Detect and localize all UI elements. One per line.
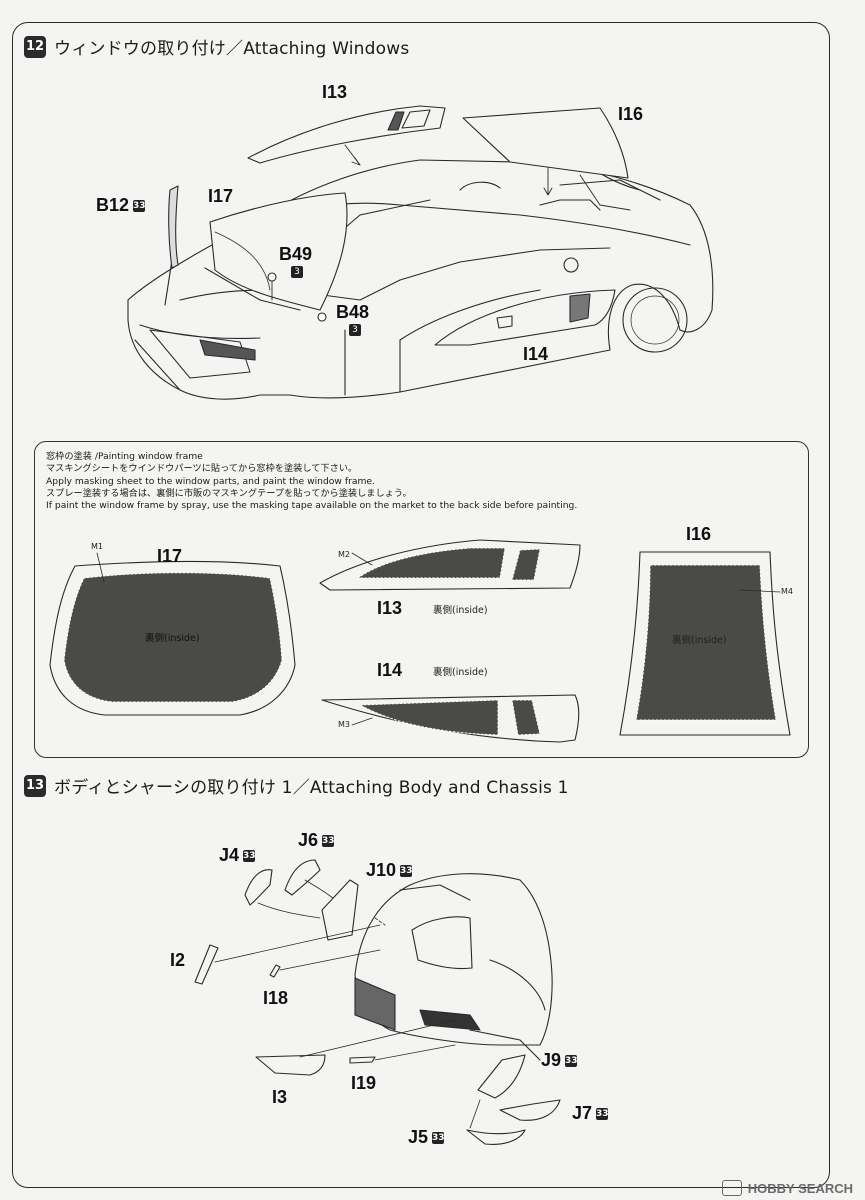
mask-inside-i16: 裏側(inside) bbox=[672, 635, 727, 646]
instruction-frame bbox=[12, 22, 830, 1188]
j6-qty-badge: 33 bbox=[322, 835, 335, 848]
part-i17-drawing bbox=[209, 192, 348, 311]
part-i2-drawing bbox=[194, 944, 219, 985]
label-b49: B49 bbox=[279, 244, 313, 264]
label-j6-text: J6 bbox=[298, 830, 319, 850]
painting-line: If paint the window frame by spray, use … bbox=[46, 500, 578, 512]
mask-i14-drawing bbox=[321, 694, 580, 743]
b12-qty-badge: 33 bbox=[133, 200, 146, 213]
mask-mark-m3: M3 bbox=[338, 720, 350, 729]
mask-inside-i14: 裏側(inside) bbox=[433, 667, 488, 678]
mask-label-i13: I13 bbox=[377, 598, 403, 618]
mask-i17-drawing bbox=[49, 552, 296, 716]
part-i3-drawing bbox=[255, 1054, 326, 1076]
part-i16-drawing bbox=[462, 107, 631, 211]
step-13-number: 13 bbox=[24, 774, 46, 797]
part-b48-drawing bbox=[317, 312, 327, 322]
j4-qty-badge: 33 bbox=[243, 850, 256, 863]
label-i14: I14 bbox=[523, 344, 549, 364]
part-j6-drawing bbox=[284, 859, 321, 896]
step-12-title: ウィンドウの取り付け／Attaching Windows bbox=[54, 39, 410, 59]
mask-inside-i17: 裏側(inside) bbox=[145, 633, 200, 644]
hobby-search-logo-icon bbox=[721, 1180, 742, 1196]
part-j5-drawing bbox=[466, 1129, 526, 1145]
painting-line: マスキングシートをウインドウパーツに貼ってから窓枠を塗装して下さい。 bbox=[46, 463, 358, 475]
label-i16: I16 bbox=[618, 104, 644, 124]
mask-label-i14: I14 bbox=[377, 660, 403, 680]
part-j9-drawing bbox=[477, 1054, 526, 1099]
part-i19-drawing bbox=[349, 1056, 376, 1064]
watermark-text: HOBBY SEARCH bbox=[747, 1180, 853, 1196]
label-i19: I19 bbox=[351, 1073, 377, 1093]
b49-qty-badge: 3 bbox=[291, 266, 303, 278]
car-body-step12 bbox=[127, 159, 714, 400]
step-12-header: 12 ウィンドウの取り付け／Attaching Windows bbox=[24, 34, 409, 59]
label-b48: B48 bbox=[336, 302, 370, 322]
step-13-title: ボディとシャーシの取り付け 1／Attaching Body and Chass… bbox=[54, 778, 569, 798]
mask-label-i16: I16 bbox=[686, 524, 712, 544]
label-j10-text: J10 bbox=[366, 860, 397, 880]
label-i13: I13 bbox=[322, 82, 348, 102]
b48-qty-badge: 3 bbox=[349, 324, 361, 336]
mask-i13-drawing bbox=[319, 539, 581, 591]
mask-inside-i13: 裏側(inside) bbox=[433, 605, 488, 616]
label-i2: I2 bbox=[170, 950, 186, 970]
mask-mark-m4: M4 bbox=[781, 587, 793, 596]
part-i14-drawing bbox=[434, 289, 616, 346]
label-j9-text: J9 bbox=[541, 1050, 562, 1070]
label-b12-text: B12 bbox=[96, 195, 130, 215]
label-j4-text: J4 bbox=[219, 845, 240, 865]
part-j10-drawing bbox=[321, 879, 359, 941]
j9-qty-badge: 33 bbox=[565, 1055, 578, 1068]
step-13-header: 13 ボディとシャーシの取り付け 1／Attaching Body and Ch… bbox=[24, 773, 569, 798]
car-front-step13 bbox=[354, 873, 553, 1061]
part-i18-drawing bbox=[269, 964, 281, 978]
part-j7-drawing bbox=[499, 1099, 561, 1121]
j10-qty-badge: 33 bbox=[400, 865, 413, 878]
j5-qty-badge: 33 bbox=[432, 1132, 445, 1145]
j7-qty-badge: 33 bbox=[596, 1108, 609, 1121]
part-j4-drawing bbox=[244, 869, 273, 906]
watermark: HOBBY SEARCH bbox=[721, 1180, 853, 1196]
painting-instructions: 窓枠の塗装 /Painting window frame マスキングシートをウイ… bbox=[46, 451, 577, 512]
label-i18: I18 bbox=[263, 988, 289, 1008]
part-b49-drawing bbox=[267, 272, 277, 282]
painting-note-box bbox=[34, 441, 809, 758]
part-i13-drawing bbox=[247, 105, 446, 166]
painting-line: スプレー塗装する場合は、裏側に市販のマスキングテープを貼ってから塗装しましょう。 bbox=[46, 487, 412, 499]
label-i17: I17 bbox=[208, 186, 234, 206]
painting-line: 窓枠の塗装 /Painting window frame bbox=[46, 451, 203, 462]
mask-i16-drawing bbox=[619, 551, 791, 736]
painting-line: Apply masking sheet to the window parts,… bbox=[46, 475, 376, 487]
part-b12-drawing bbox=[168, 185, 179, 269]
step-12-number: 12 bbox=[24, 35, 46, 58]
mask-mark-m2: M2 bbox=[338, 550, 350, 559]
label-j5-text: J5 bbox=[408, 1127, 429, 1147]
label-i3: I3 bbox=[272, 1087, 288, 1107]
mask-mark-m1: M1 bbox=[91, 542, 103, 551]
label-j7-text: J7 bbox=[572, 1103, 593, 1123]
mask-label-i17: I17 bbox=[157, 546, 183, 566]
